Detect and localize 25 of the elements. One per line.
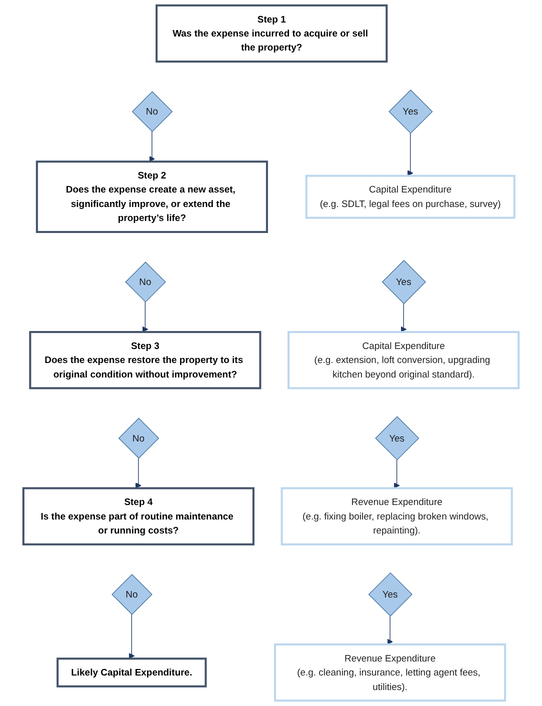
arrow [142, 302, 148, 332]
node-diamond: Yes [375, 416, 420, 460]
node-box: Step 3 Does the expense restore the property to its original condition without improvement? [29, 331, 262, 390]
arrow [400, 303, 407, 332]
arrow [128, 614, 135, 659]
node-box: Revenue Expenditure (e.g. fixing boiler, replacing broken windows, repainting). [280, 487, 513, 546]
node-box: Likely Capital Expenditure. [56, 658, 207, 688]
node-box: Step 4 Is the expense part of routine maintenance or running costs? [22, 487, 254, 546]
node-diamond: No [125, 262, 166, 302]
node-box: Step 1 Was the expense incurred to acquire or sell the property? [156, 4, 388, 63]
node-box: Capital Expenditure (e.g. SDLT, legal fees on purchase, survey) [305, 174, 516, 219]
arrow [135, 458, 142, 488]
node-diamond: No [132, 91, 173, 132]
node-box: Revenue Expenditure (e.g. cleaning, insurance, letting agent fees, utilities). [274, 643, 506, 702]
node-box: Capital Expenditure (e.g. extension, loft conversion, upgrading kitchen beyond original standard). [288, 331, 520, 390]
arrow [387, 616, 394, 645]
node-diamond: No [118, 418, 160, 459]
arrow [148, 131, 155, 162]
node-diamond: Yes [388, 90, 433, 134]
node-diamond: No [112, 574, 152, 615]
node-diamond: Yes [368, 572, 412, 616]
arrow [394, 459, 400, 488]
node-diamond: Yes [382, 260, 426, 304]
node-box: Step 2 Does the expense create a new asset, significantly improve, or extend the property’s life? [36, 160, 268, 233]
arrow [407, 132, 414, 176]
